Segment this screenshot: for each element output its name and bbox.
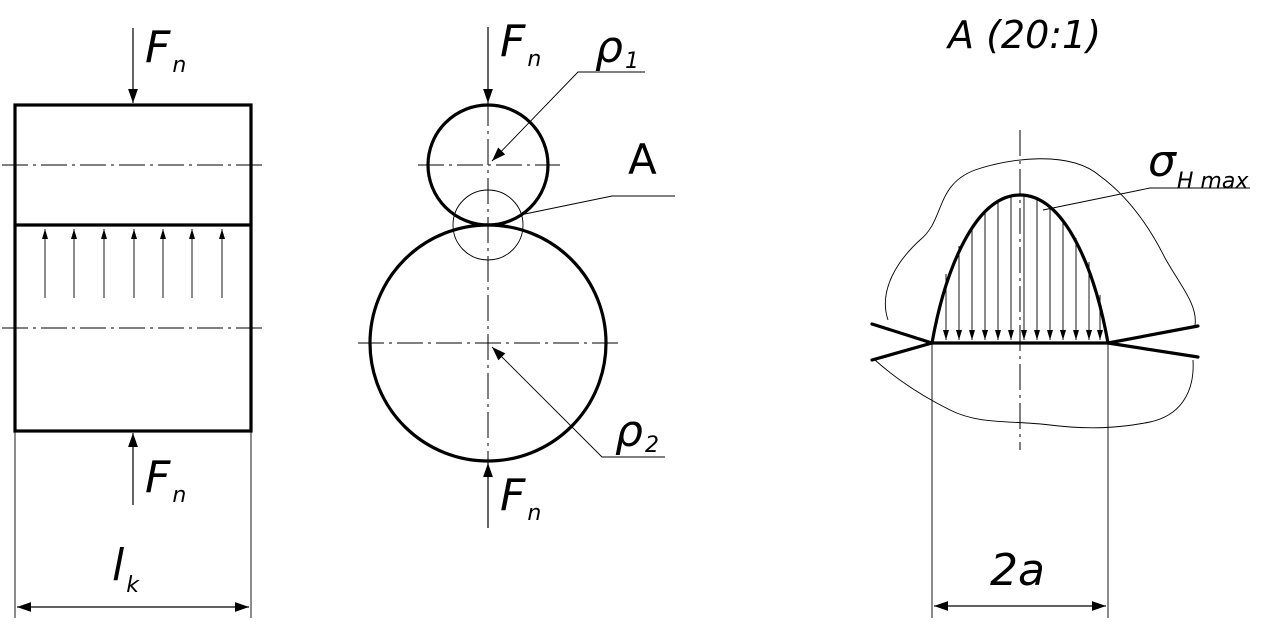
- detail-title: A (20:1): [945, 13, 1101, 57]
- stress-distribution-curve: [930, 193, 1110, 345]
- detail-break-upper: [884, 158, 1196, 326]
- radius2-leader: [491, 346, 665, 458]
- detail-a-view: A (20:1) σH max 2a: [870, 13, 1250, 618]
- top-force-label: Fn: [145, 22, 186, 78]
- top-force-label: Fn: [500, 16, 541, 72]
- radius2-label: ρ2: [615, 406, 659, 458]
- radius1-label: ρ1: [595, 22, 639, 74]
- length-label: lk: [112, 540, 140, 598]
- bottom-force-label: Fn: [145, 452, 186, 508]
- detail-a-leader: [519, 195, 675, 216]
- width-label: 2a: [990, 545, 1045, 596]
- side-view: Fn Fn lk: [2, 22, 264, 618]
- sigma-leader: [1042, 187, 1250, 211]
- upper-roller-profile: [870, 322, 1200, 345]
- sigma-label: σH max: [1148, 136, 1249, 194]
- lower-roller-profile: [870, 341, 1200, 362]
- stress-arrows: [943, 196, 1103, 340]
- detail-break-lower: [874, 359, 1194, 429]
- front-view: Fn Fn ρ1 ρ2 A: [358, 16, 675, 528]
- detail-a-marker: A: [628, 135, 657, 184]
- bottom-force-label: Fn: [500, 470, 541, 526]
- distributed-load-arrows: [42, 229, 225, 298]
- radius1-leader: [491, 71, 645, 162]
- side-view-outline: [13, 103, 253, 433]
